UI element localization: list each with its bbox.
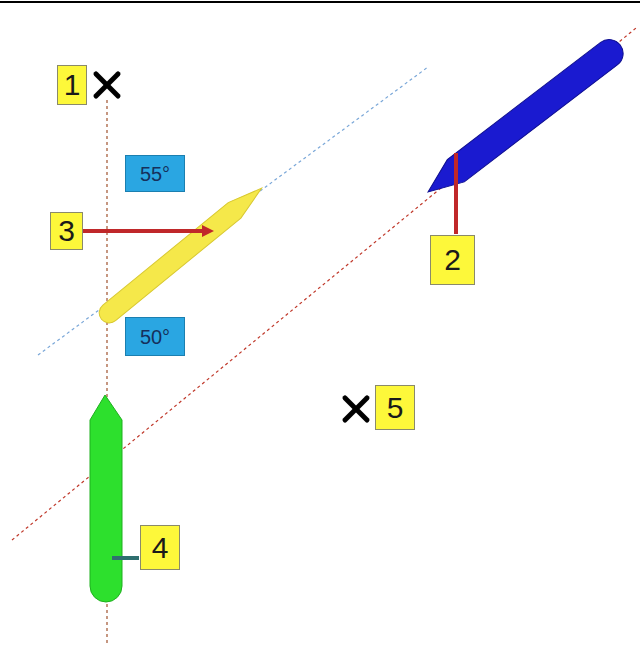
callout-number: 1 xyxy=(64,70,81,100)
green-ship xyxy=(90,395,122,602)
position-mark xyxy=(96,74,118,96)
angle-label: 55° xyxy=(140,164,170,184)
callout-number: 3 xyxy=(58,216,75,246)
angle-box: 50° xyxy=(125,317,185,356)
callout-number: 2 xyxy=(444,245,461,275)
yellow-ship xyxy=(95,180,268,327)
yellow-ship-track xyxy=(38,67,428,355)
callout-number-box: 2 xyxy=(430,235,475,285)
callout-number: 5 xyxy=(387,393,404,423)
leader-line xyxy=(454,153,458,234)
leader-line xyxy=(112,556,139,560)
callout-number: 4 xyxy=(152,533,169,563)
position-mark xyxy=(345,398,367,420)
callout-number-box: 5 xyxy=(375,385,415,430)
callout-number-box: 3 xyxy=(50,212,83,250)
angle-box: 55° xyxy=(125,155,185,192)
callout-number-box: 4 xyxy=(140,525,180,570)
leader-line xyxy=(83,229,205,233)
angle-label: 50° xyxy=(140,327,170,347)
leader-arrowhead xyxy=(202,225,214,237)
blue-ship xyxy=(419,34,628,203)
top-rule xyxy=(0,1,640,3)
callout-number-box: 1 xyxy=(57,65,87,105)
